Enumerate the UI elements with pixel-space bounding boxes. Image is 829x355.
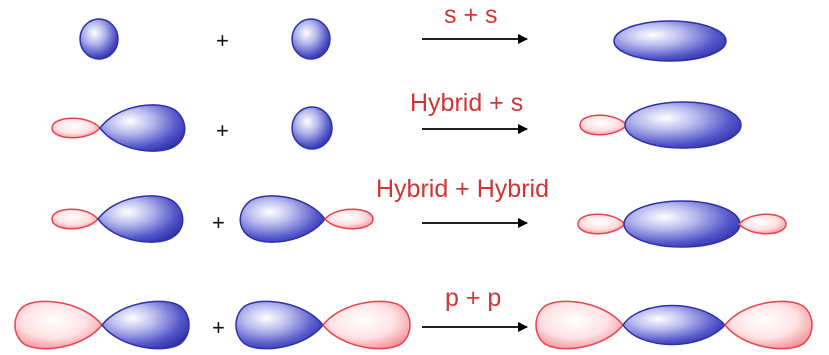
- hybrid-orbital-large-lobe: [98, 196, 183, 242]
- hybrid-hybrid-bond-right-lobe: [739, 214, 786, 234]
- p-orbital-negative-lobe: [323, 301, 410, 348]
- reaction-label: Hybrid + s: [410, 91, 523, 116]
- reaction-label: Hybrid + Hybrid: [376, 177, 549, 202]
- plus-sign: +: [216, 30, 229, 52]
- hybrid-orbital-large-lobe: [240, 196, 325, 242]
- row-2-shapes: [52, 102, 741, 151]
- plus-sign: +: [212, 317, 225, 339]
- sigma-bond-s-s: [614, 21, 726, 61]
- hybrid-hybrid-bond-left-lobe: [578, 214, 625, 234]
- hybrid-orbital-small-lobe: [52, 209, 98, 229]
- row-4-shapes: [15, 301, 812, 348]
- s-orbital-sphere: [80, 19, 118, 59]
- p-orbital-negative-lobe: [15, 301, 102, 348]
- hybrid-s-bond-small-lobe: [580, 115, 627, 135]
- reaction-label: p + p: [445, 286, 501, 311]
- hybrid-s-bond-large-lobe: [625, 102, 741, 148]
- hybrid-hybrid-bond-center: [624, 201, 740, 247]
- s-orbital-sphere: [292, 19, 330, 59]
- plus-sign: +: [212, 212, 225, 234]
- hybrid-orbital-large-lobe: [100, 105, 185, 151]
- hybrid-orbital-small-lobe: [325, 209, 373, 229]
- s-orbital-sphere: [292, 107, 332, 149]
- row-3-shapes: [52, 196, 786, 247]
- p-p-bond-right-lobe: [725, 301, 812, 348]
- row-1-shapes: [80, 19, 726, 61]
- p-p-bond-left-lobe: [536, 301, 623, 348]
- p-orbital-positive-lobe: [236, 301, 323, 348]
- reaction-label: s + s: [444, 3, 498, 28]
- plus-sign: +: [216, 120, 229, 142]
- p-p-bond-center: [623, 305, 725, 344]
- p-orbital-positive-lobe: [102, 301, 189, 348]
- hybrid-orbital-small-lobe: [52, 118, 100, 138]
